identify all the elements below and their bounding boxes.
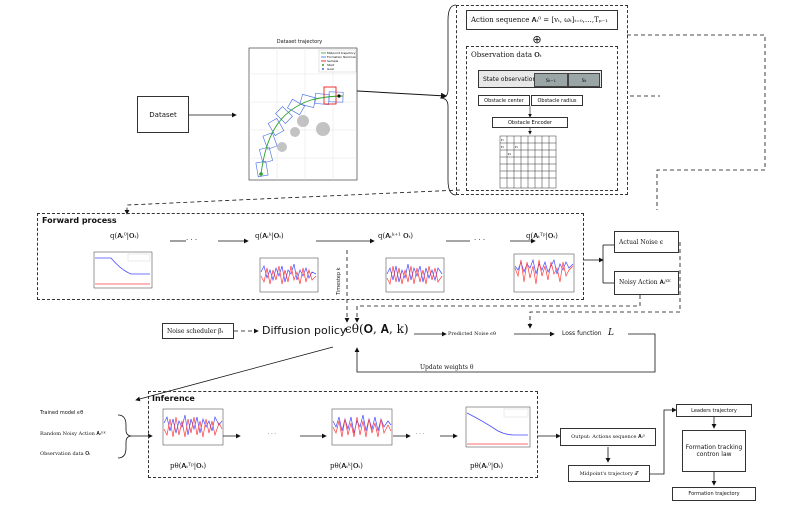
arrow-sample-to-observation bbox=[339, 89, 447, 99]
inference-ellipsis-2: · · · bbox=[416, 431, 424, 437]
forward-process-title: Forward process bbox=[42, 216, 117, 225]
formation-trajectory-label: Formation trajectory bbox=[688, 491, 740, 497]
input-trained-model: Trained model ϵθ bbox=[40, 410, 84, 416]
legend-formation: Formation Nominal bbox=[327, 55, 356, 59]
forward-plot-3 bbox=[513, 253, 575, 293]
midpoint-trajectory-label: Midpoint's trajectory 𝒯 bbox=[579, 470, 639, 477]
obstacle-center-label: Obstacle center bbox=[484, 97, 524, 104]
diffusion-policy-label: Diffusion policy bbox=[262, 324, 347, 337]
actual-noise-box: Actual Noise ϵ bbox=[614, 231, 679, 253]
noise-scheduler-label: Noise scheduler βₜ bbox=[167, 327, 224, 335]
noisy-action-label: Noisy Action 𝐀ₜᴷᴷ bbox=[619, 279, 671, 286]
state-observation-box: State observation sₜ₋₁ sₜ bbox=[478, 70, 602, 88]
obs-data-label: Observation data 𝐎ₜ bbox=[471, 51, 542, 59]
formation-law-label: Formation tracking contron law bbox=[685, 444, 743, 458]
legend-start: Start bbox=[327, 63, 335, 67]
inference-box: Inference bbox=[148, 391, 538, 478]
forward-eq-0: q(𝐀ₜ⁰|𝐎ₜ) bbox=[110, 232, 139, 240]
action-sequence-label: Action sequence 𝐀ₜ⁰ = [vₜ, ωₜ]ₜ₌₀,…,Tₚ₋₁ bbox=[471, 15, 609, 24]
inference-eq-0: pθ(𝐀ₜᵀᵖ|𝐎ₜ) bbox=[170, 462, 207, 470]
observation-region bbox=[456, 5, 628, 195]
loss-function-math: L bbox=[608, 328, 614, 338]
forward-plot-0 bbox=[93, 251, 153, 289]
output-box: Output: Actions sequence 𝐀ₜ⁰ bbox=[560, 428, 656, 446]
state-cell-prev: sₜ₋₁ bbox=[534, 73, 568, 87]
noisy-action-box: Noisy Action 𝐀ₜᴷᴷ bbox=[614, 271, 679, 295]
inference-plot-2 bbox=[465, 406, 531, 448]
dataset-box: Dataset bbox=[137, 96, 189, 133]
inference-eq-1: pθ(𝐀ₜᵏ|𝐎ₜ) bbox=[330, 462, 363, 470]
inference-title: Inference bbox=[152, 394, 195, 403]
traj-plot-title: Dataset trajectory bbox=[276, 39, 323, 45]
midpoint-trajectory-box: Midpoint's trajectory 𝒯 bbox=[568, 465, 650, 482]
input-random-noisy-action: Random Noisy Action 𝐀ₜᴷᴷ bbox=[40, 431, 106, 437]
curly-brace bbox=[439, 4, 457, 196]
state-cell-curr: sₜ bbox=[568, 73, 600, 87]
obstacle-radius-label: Obstacle radius bbox=[537, 97, 577, 104]
forward-eq-3: q(𝐀ₜᵀᵖ|𝐎ₜ) bbox=[526, 232, 558, 240]
output-label: Output: Actions sequence 𝐀ₜ⁰ bbox=[571, 434, 645, 440]
inference-ellipsis-1: · · · bbox=[268, 431, 276, 437]
arrow-action-to-actualnoise bbox=[627, 34, 766, 210]
input-observation-data: Observation data 𝐎ₜ bbox=[40, 451, 91, 457]
predicted-noise-label: Predicted Noise ϵθ bbox=[448, 331, 496, 337]
diffusion-policy-math: ϵθ(𝐎, 𝐀, k) bbox=[345, 322, 409, 336]
forward-plot-1 bbox=[259, 257, 319, 293]
formation-law-box: Formation tracking contron law bbox=[682, 430, 746, 472]
obstacle-radius-box: Obstacle radius bbox=[531, 95, 583, 106]
oplus-symbol: ⊕ bbox=[532, 33, 542, 46]
noise-scheduler-box: Noise scheduler βₜ bbox=[162, 323, 234, 339]
grid-label-r2: r₂ bbox=[501, 145, 505, 149]
grid-label-r1: r₁ bbox=[501, 138, 505, 142]
inference-plot-0 bbox=[162, 408, 224, 446]
forward-ellipsis-2: · · · bbox=[474, 236, 486, 244]
traj-plot-svg: Midpoint trajectory Formation Nominal Sa… bbox=[248, 47, 358, 181]
grid-label-r4: r₄ bbox=[508, 152, 512, 156]
legend-midpoint: Midpoint trajectory bbox=[327, 51, 356, 55]
formation-trajectory-box: Formation trajectory bbox=[672, 487, 756, 501]
loss-function-label: Loss function bbox=[562, 330, 602, 337]
inference-eq-2: pθ(𝐀ₜ⁰|𝐎ₜ) bbox=[470, 462, 504, 470]
dataset-trajectory-plot: Dataset trajectory bbox=[237, 38, 362, 188]
arrow-obs-to-forward bbox=[124, 189, 461, 215]
obstacle-encoder-label: Obstacle Encoder bbox=[508, 119, 552, 126]
dataset-label: Dataset bbox=[149, 110, 177, 119]
forward-eq-1: q(𝐀ₜᵏ|𝐎ₜ) bbox=[255, 232, 284, 240]
update-weights-label: Update weights θ bbox=[418, 364, 476, 371]
forward-process-box: Forward process bbox=[37, 213, 584, 300]
action-sequence-box: Action sequence 𝐀ₜ⁰ = [vₜ, ωₜ]ₜ₌₀,…,Tₚ₋₁ bbox=[466, 10, 618, 30]
legend-goal: Goal bbox=[327, 67, 334, 71]
legend-sample: Sample bbox=[327, 59, 338, 63]
forward-plot-2 bbox=[385, 257, 445, 293]
leaders-trajectory-label: Leaders trajectory bbox=[691, 407, 737, 414]
forward-ellipsis-1: · · · bbox=[186, 236, 198, 244]
obstacle-center-box: Obstacle center bbox=[478, 95, 530, 106]
forward-eq-2: q(𝐀ₜᵏ⁺¹ 𝐎ₜ) bbox=[378, 232, 414, 240]
actual-noise-label: Actual Noise ϵ bbox=[619, 238, 664, 246]
timestep-label: Timestep k bbox=[336, 267, 342, 295]
state-observation-label: State observation bbox=[483, 75, 537, 83]
grid-label-r3: r₃ bbox=[515, 145, 519, 149]
leaders-trajectory-box: Leaders trajectory bbox=[676, 404, 752, 417]
obstacle-encoder-box: Obstacle Encoder bbox=[492, 117, 568, 128]
inference-plot-1 bbox=[331, 408, 393, 446]
observation-data-box: Observation data 𝐎ₜ bbox=[466, 46, 618, 191]
